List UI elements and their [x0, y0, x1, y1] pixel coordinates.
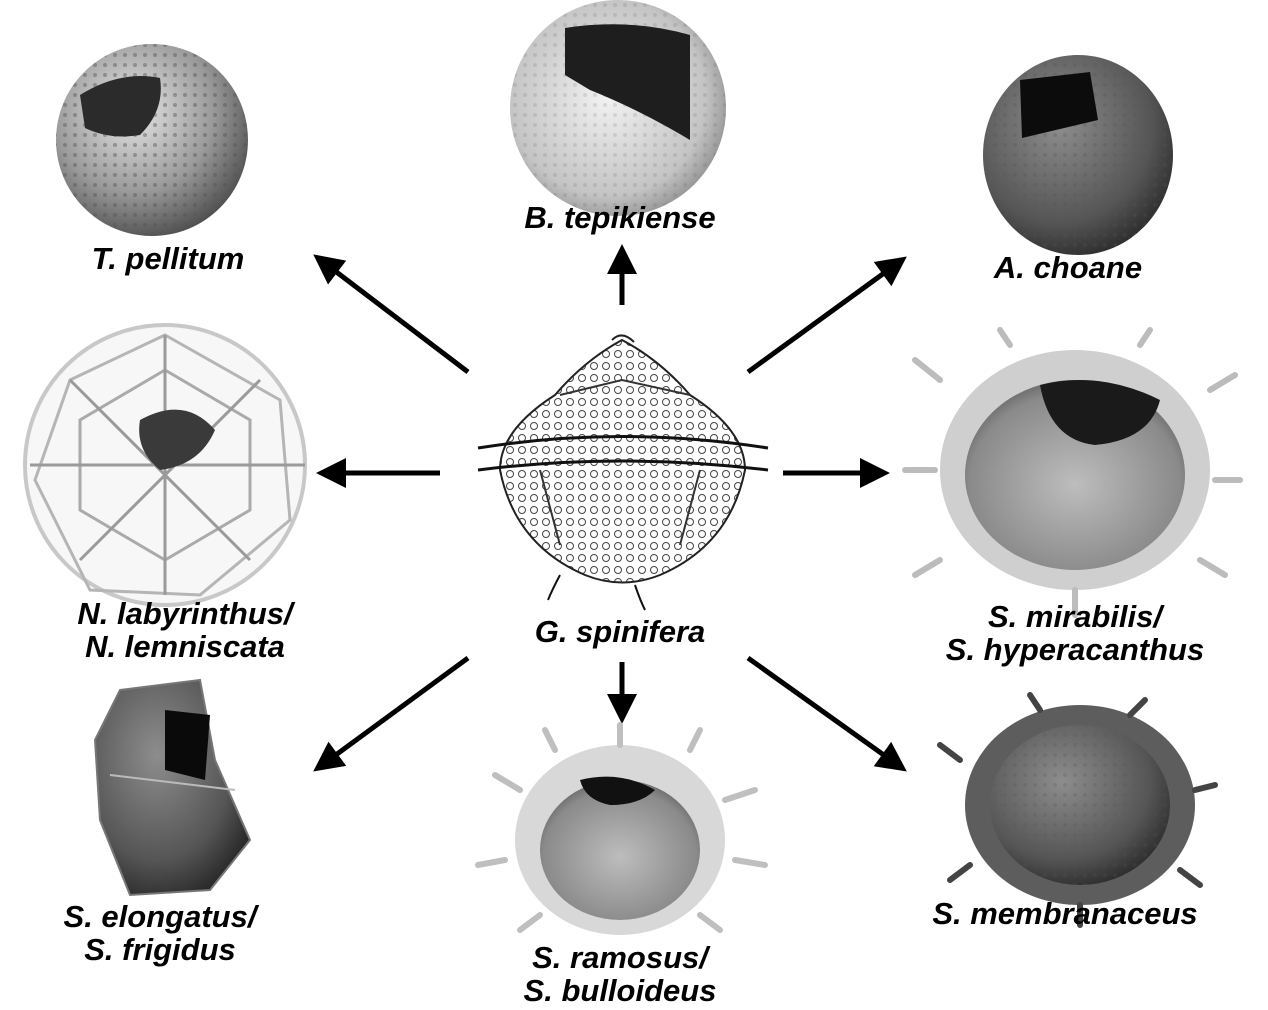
s-mirabilis-image [905, 330, 1240, 615]
label-s-ramosus-line1: S. ramosus/ [470, 941, 770, 974]
s-membranaceus-image [940, 695, 1215, 925]
arrow-to-s-membranaceus [748, 658, 902, 768]
label-s-elongatus-line1: S. elongatus/ [10, 900, 310, 933]
label-s-mirabilis-line2: S. hyperacanthus [895, 633, 1255, 666]
label-t-pellitum-text: T. pellitum [48, 242, 288, 275]
label-g-spinifera-text: G. spinifera [470, 615, 770, 648]
label-s-elongatus: S. elongatus/ S. frigidus [10, 900, 310, 966]
b-tepikiense-image [510, 0, 726, 216]
label-s-membranaceus-text: S. membranaceus [880, 897, 1250, 930]
label-g-spinifera: G. spinifera [470, 615, 770, 648]
label-s-ramosus-line2: S. bulloideus [470, 974, 770, 1007]
label-s-mirabilis: S. mirabilis/ S. hyperacanthus [895, 600, 1255, 666]
label-t-pellitum: T. pellitum [48, 242, 288, 275]
label-n-labyrinthus-line1: N. labyrinthus/ [20, 597, 350, 630]
n-labyrinthus-image [25, 325, 305, 605]
label-a-choane: A. choane [948, 251, 1188, 284]
label-s-membranaceus: S. membranaceus [880, 897, 1250, 930]
label-b-tepikiense-text: B. tepikiense [470, 201, 770, 234]
label-s-mirabilis-line1: S. mirabilis/ [895, 600, 1255, 633]
label-n-labyrinthus-line2: N. lemniscata [20, 630, 350, 663]
g-spinifera-image [478, 335, 768, 610]
a-choane-image [983, 55, 1173, 255]
label-s-ramosus: S. ramosus/ S. bulloideus [470, 941, 770, 1007]
label-n-labyrinthus: N. labyrinthus/ N. lemniscata [20, 597, 350, 663]
label-a-choane-text: A. choane [948, 251, 1188, 284]
t-pellitum-image [56, 44, 248, 236]
s-ramosus-image [478, 725, 765, 935]
arrow-to-a-choane [748, 260, 902, 372]
s-elongatus-image [95, 680, 250, 895]
label-b-tepikiense: B. tepikiense [470, 201, 770, 234]
arrow-to-t-pellitum [318, 258, 468, 372]
arrow-to-s-elongatus [318, 658, 468, 768]
label-s-elongatus-line2: S. frigidus [10, 933, 310, 966]
